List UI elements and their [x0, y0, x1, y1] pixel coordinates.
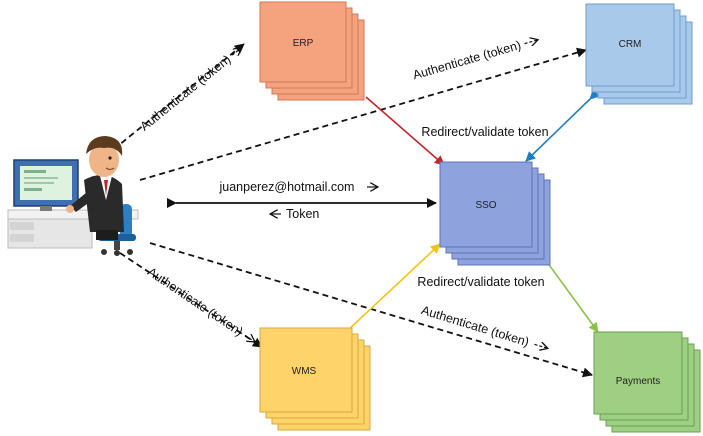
user-at-computer-icon [7, 136, 139, 256]
label-sso-user: Token [270, 207, 319, 221]
arrow-wms-sso [336, 243, 441, 342]
arrow-user-wms [119, 252, 263, 348]
arrow-erp-sso [365, 96, 445, 166]
node-crm: CRM [585, 3, 693, 105]
label-user-wms-text: Authenticate (token) [145, 265, 246, 339]
dashed-arrow-glyph [524, 40, 538, 44]
arrow-crm-sso [525, 89, 600, 162]
label-user-crm: Authenticate (token) [411, 33, 540, 82]
node-wms-label: WMS [292, 366, 317, 377]
dashed-arrow-glyph [534, 344, 547, 348]
label-sso-user-text: Token [286, 207, 319, 221]
arrow-sso-payments [546, 261, 599, 333]
label-user-crm-text: Authenticate (token) [411, 38, 522, 82]
dashed-arrow-glyph [244, 335, 255, 342]
node-sso: SSO [439, 161, 551, 266]
node-sso-label: SSO [475, 200, 496, 211]
node-payments: Payments [593, 331, 701, 433]
dashed-arrow-glyph [231, 48, 241, 56]
label-user-erp: Authenticate (token) [138, 42, 246, 134]
node-crm-label: CRM [619, 39, 642, 50]
node-wms: WMS [259, 327, 371, 431]
label-user-sso-text: juanperez@hotmail.com [219, 180, 355, 194]
label-user-sso: juanperez@hotmail.com [219, 180, 378, 194]
label-user-erp-text: Authenticate (token) [138, 52, 234, 133]
label-user-wms: Authenticate (token) [145, 265, 259, 348]
label-erp-sso: Redirect/validate token [421, 125, 548, 139]
arrow-user-erp [97, 43, 245, 163]
label-wms-sso: Redirect/validate token [417, 275, 544, 289]
node-erp: ERP [259, 1, 365, 101]
arrow-user-crm [139, 47, 587, 181]
label-user-payments-text: Authenticate (token) [420, 303, 531, 349]
node-erp-label: ERP [293, 38, 314, 49]
node-payments-label: Payments [616, 376, 660, 387]
